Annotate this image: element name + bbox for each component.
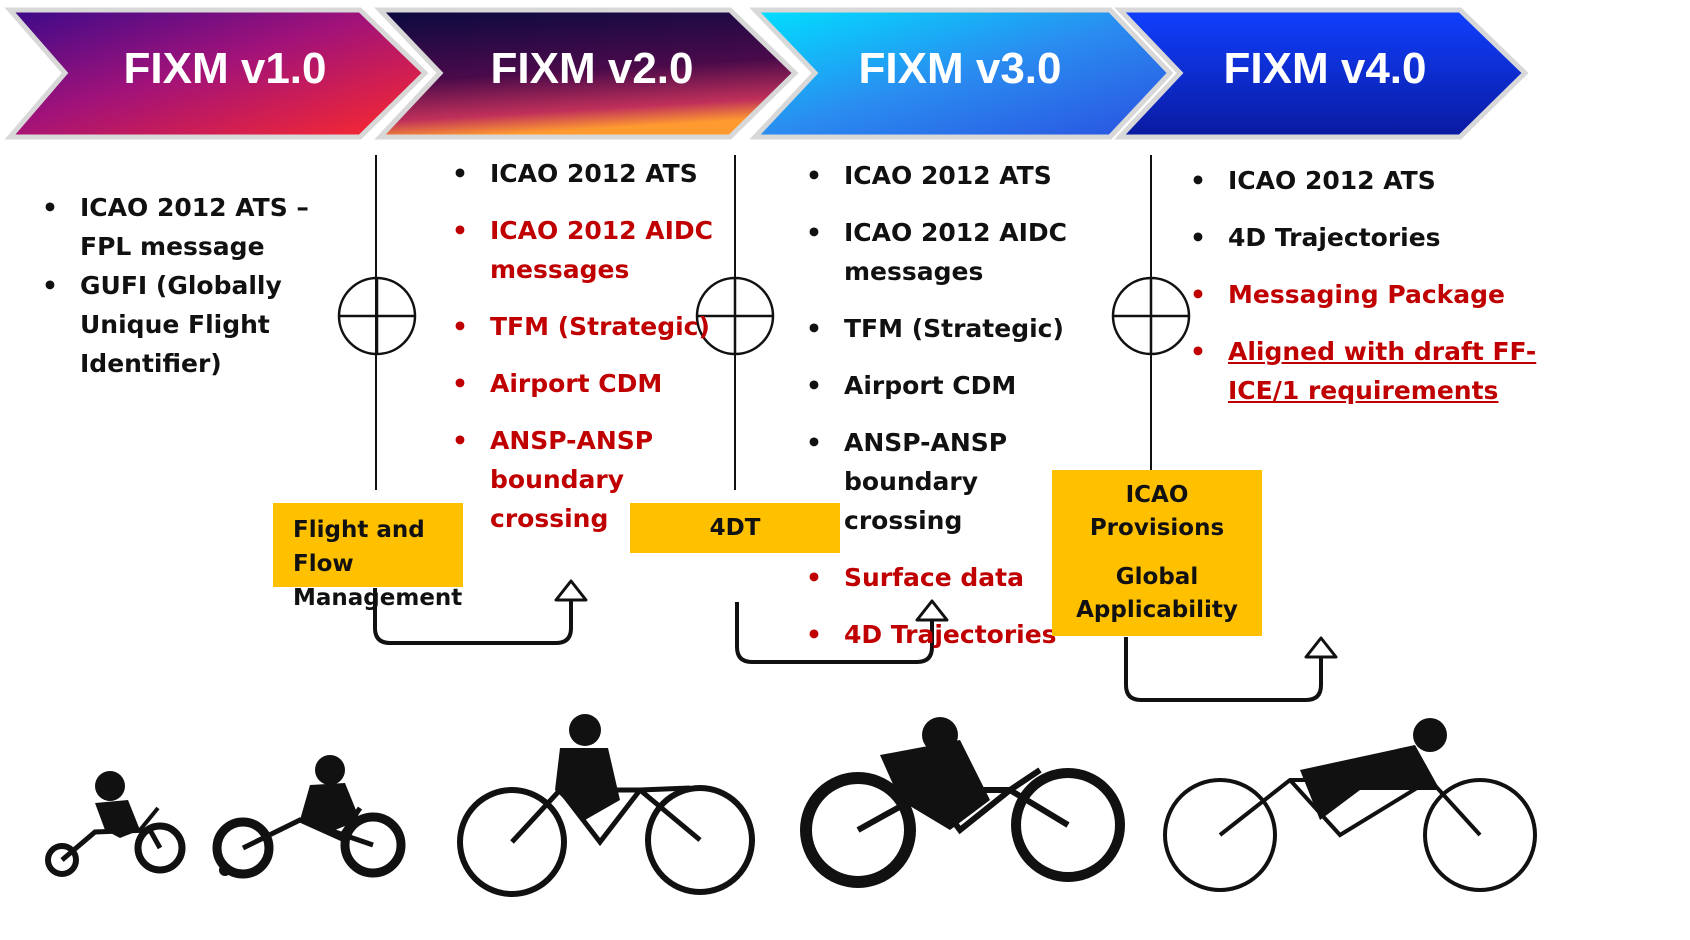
chevron-2 (374, 7, 799, 140)
chevron-4 (1114, 7, 1529, 140)
transition-label-line: Management (293, 585, 463, 611)
feature-item: ICAO 2012 ATS (806, 156, 1096, 195)
stage-title-1: FIXM v1.0 (123, 44, 327, 93)
feature-item: Surface data (806, 558, 1096, 597)
stage-2-feature-list: ICAO 2012 ATS ICAO 2012 AIDC messages TF… (452, 154, 742, 556)
chevron-1 (4, 7, 429, 140)
transition-label-line: 4DT (709, 515, 761, 541)
feature-item: ICAO 2012 ATS (1190, 161, 1560, 200)
feature-item: TFM (Strategic) (452, 307, 742, 346)
curved-up-arrow-icon (373, 579, 588, 645)
feature-item: ICAO 2012 AIDC messages (452, 211, 742, 289)
transition-label-line: ICAO (1125, 482, 1189, 508)
feature-item: ICAO 2012 AIDC messages (806, 213, 1096, 291)
woman-bicycle-icon (457, 714, 755, 897)
feature-item: ANSP-ANSP boundary crossing (806, 423, 1096, 540)
stage-title-3: FIXM v3.0 (858, 44, 1062, 93)
toddler-balance-bike-icon (45, 771, 186, 877)
chevron-3 (749, 7, 1174, 140)
feature-item: GUFI (Globally Unique Flight Identifier) (42, 266, 342, 383)
circle-plus-icon (1111, 276, 1191, 356)
youth-mountain-bike-icon (800, 717, 1125, 888)
transition-label-box: 4DT (630, 503, 840, 553)
feature-item: 4D Trajectories (1190, 218, 1560, 257)
circle-plus-icon (337, 276, 417, 356)
transition-label-line: Global (1115, 564, 1199, 590)
transition-label-line: Flight and Flow (293, 517, 425, 577)
feature-item: Airport CDM (452, 364, 742, 403)
stage-3-feature-list: ICAO 2012 ATS ICAO 2012 AIDC messages TF… (806, 156, 1096, 672)
stage-4-feature-list: ICAO 2012 ATS 4D Trajectories Messaging … (1190, 161, 1560, 428)
curved-up-arrow-icon (1124, 636, 1338, 702)
transition-label-line: Provisions (1089, 515, 1225, 541)
feature-item: 4D Trajectories (806, 615, 1096, 654)
transition-label-box: ICAO Provisions Global Applicability (1052, 470, 1262, 636)
transition-label-line: Applicability (1076, 597, 1238, 623)
feature-item: TFM (Strategic) (806, 309, 1096, 348)
feature-item-text: Aligned with draft FF-ICE/1 requirements (1228, 337, 1537, 405)
adult-racing-bike-icon (1163, 718, 1537, 892)
feature-item: Aligned with draft FF-ICE/1 requirements (1190, 332, 1560, 410)
feature-item: Airport CDM (806, 366, 1096, 405)
feature-item: Messaging Package (1190, 275, 1560, 314)
transition-label-box: Flight and Flow Management (273, 503, 463, 611)
feature-item: ICAO 2012 ATS – FPL message (42, 188, 342, 266)
child-training-wheels-bike-icon (212, 755, 406, 879)
stage-title-2: FIXM v2.0 (490, 44, 694, 93)
feature-item: ICAO 2012 ATS (452, 154, 742, 193)
stage-1-feature-list: ICAO 2012 ATS – FPL message GUFI (Global… (42, 188, 342, 383)
stage-title-4: FIXM v4.0 (1223, 44, 1427, 93)
feature-item: ANSP-ANSP boundary crossing (452, 421, 742, 538)
